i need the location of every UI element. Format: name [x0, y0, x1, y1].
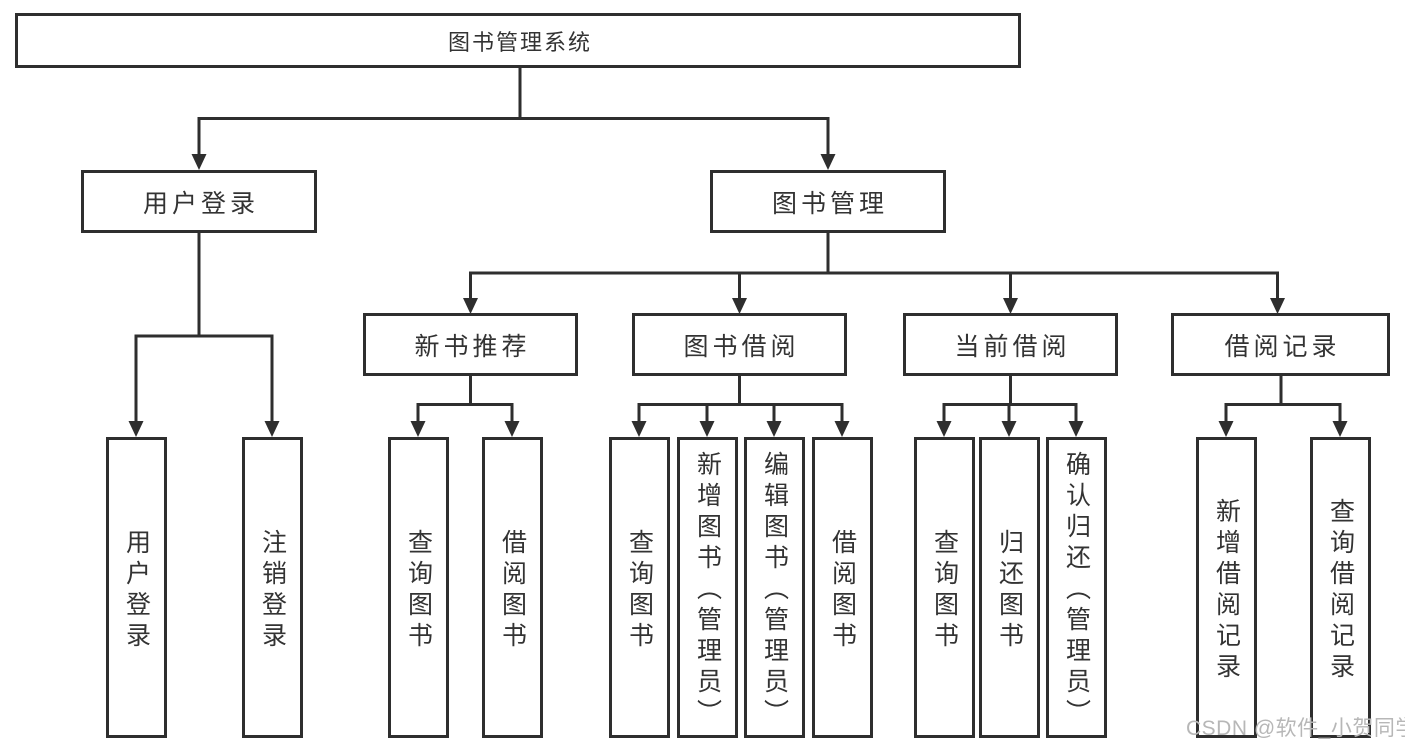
node-label: 归还图书 — [995, 528, 1024, 653]
node-label: 查询图书 — [930, 528, 959, 653]
leaf-borrowing-edit-books-admin: 编辑图书（管理员） — [744, 437, 805, 738]
leaf-logout: 注销登录 — [242, 437, 303, 738]
node-label: 新书推荐 — [414, 332, 531, 361]
csdn-watermark: CSDN @软件_小贺同学 — [1186, 717, 1405, 740]
leaf-current-return-books: 归还图书 — [979, 437, 1040, 738]
node-book-management: 图书管理 — [710, 170, 946, 233]
leaf-records-query-borrow-record: 查询借阅记录 — [1310, 437, 1371, 738]
leaf-newbook-borrow-books: 借阅图书 — [482, 437, 543, 738]
node-label: 图书管理系统 — [447, 29, 592, 55]
node-label: 新增借阅记录 — [1212, 497, 1241, 684]
node-label: 确认归还（管理员） — [1062, 451, 1091, 730]
node-label: 图书借阅 — [683, 332, 800, 361]
leaf-borrowing-add-books-admin: 新增图书（管理员） — [677, 437, 738, 738]
node-label: 用户登录 — [142, 189, 259, 218]
node-label: 当前借阅 — [954, 332, 1071, 361]
node-label: 借阅图书 — [828, 528, 857, 653]
node-label: 查询图书 — [625, 528, 654, 653]
node-label: 编辑图书（管理员） — [760, 451, 789, 730]
node-current-borrowing: 当前借阅 — [903, 313, 1118, 376]
node-label: 新增图书（管理员） — [693, 451, 722, 730]
leaf-current-confirm-return-admin: 确认归还（管理员） — [1046, 437, 1107, 738]
leaf-borrowing-query-books: 查询图书 — [609, 437, 670, 738]
node-library-management-system: 图书管理系统 — [15, 13, 1021, 68]
node-label: 查询借阅记录 — [1326, 497, 1355, 684]
node-label: 借阅记录 — [1224, 332, 1341, 361]
node-label: 查询图书 — [404, 528, 433, 653]
node-label: 图书管理 — [771, 189, 888, 218]
leaf-newbook-query-books: 查询图书 — [388, 437, 449, 738]
node-user-login: 用户登录 — [81, 170, 317, 233]
node-new-book-recommendation: 新书推荐 — [363, 313, 578, 376]
leaf-user-login: 用户登录 — [106, 437, 167, 738]
leaf-current-query-books: 查询图书 — [914, 437, 975, 738]
node-book-borrowing: 图书借阅 — [632, 313, 847, 376]
node-label: 借阅图书 — [498, 528, 527, 653]
leaf-borrowing-borrow-books: 借阅图书 — [812, 437, 873, 738]
leaf-records-add-borrow-record: 新增借阅记录 — [1196, 437, 1257, 738]
node-label: 用户登录 — [122, 528, 151, 653]
node-borrowing-records: 借阅记录 — [1171, 313, 1390, 376]
node-label: 注销登录 — [258, 528, 287, 653]
